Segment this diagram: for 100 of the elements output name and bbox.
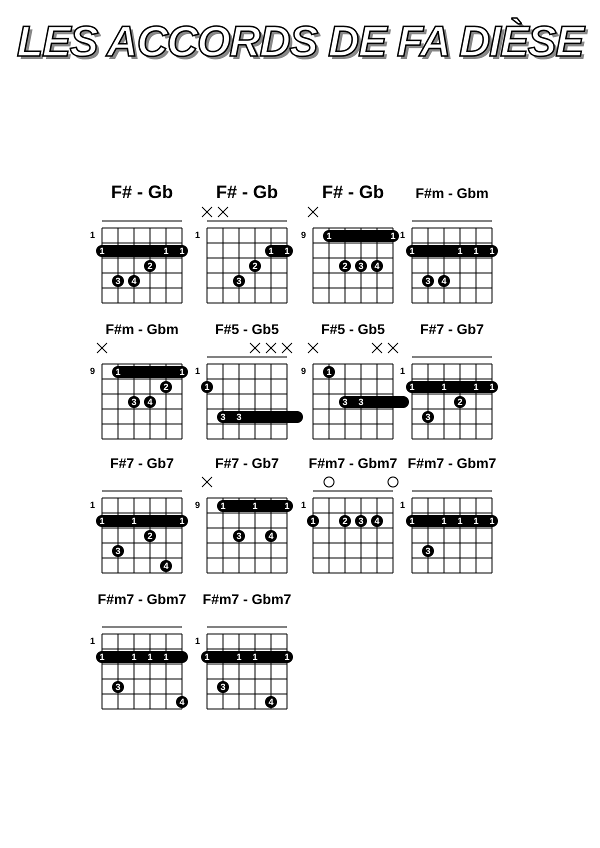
finger-number: 1: [98, 514, 106, 526]
finger-number: 3: [219, 410, 226, 422]
chord-name: F# - Gb: [215, 182, 279, 203]
finger-number: 1: [283, 244, 290, 256]
finger-number: 1: [488, 244, 496, 256]
finger-dot: 3: [128, 396, 140, 408]
finger-number: 1: [408, 514, 416, 526]
fret-number: 9: [301, 366, 306, 376]
barre-bar: [112, 366, 188, 378]
finger-dot: 2: [339, 514, 351, 526]
chord-name: F#7 - Gb7: [214, 455, 280, 471]
fret-number: 1: [90, 230, 96, 240]
finger-dot: 4: [160, 560, 172, 572]
finger-number: 1: [219, 500, 226, 512]
finger-number: 1: [389, 230, 396, 242]
finger-number: 1: [251, 500, 258, 512]
fret-number: 1: [195, 636, 200, 646]
finger-number: 1: [283, 500, 290, 512]
barre-bar: [323, 230, 399, 242]
finger-dot: 3: [112, 544, 124, 556]
finger-number: 1: [130, 650, 138, 662]
finger-dot: 1: [307, 514, 319, 526]
fret-number: 9: [195, 500, 200, 510]
finger-number: 3: [341, 396, 348, 408]
finger-number: 1: [472, 380, 480, 392]
finger-number: 1: [162, 244, 170, 256]
chord-name: F#5 - Gb5: [214, 321, 280, 337]
fret-number: 1: [301, 500, 306, 510]
finger-number: 1: [98, 650, 106, 662]
finger-dot: 4: [265, 530, 277, 542]
finger-dot: 3: [355, 514, 367, 526]
finger-dot: 4: [438, 274, 450, 286]
finger-number: 1: [456, 514, 464, 526]
finger-number: 1: [235, 650, 242, 662]
fret-number: 1: [195, 230, 200, 240]
chord-name: F#m - Gbm: [414, 185, 490, 201]
finger-number: 1: [98, 244, 106, 256]
chord-name: F#m - Gbm: [104, 321, 180, 337]
finger-number: 1: [456, 244, 464, 256]
fret-number: 1: [90, 636, 96, 646]
chord-name: F#7 - Gb7: [109, 455, 175, 471]
barre-bar: [406, 244, 498, 256]
chord-name: F#m7 - Gbm7: [202, 591, 292, 607]
fret-number: 1: [400, 366, 406, 376]
chord-name: F#m7 - Gbm7: [96, 591, 188, 607]
finger-number: 3: [235, 410, 242, 422]
finger-dot: 2: [144, 260, 156, 272]
finger-dot: 3: [233, 530, 245, 542]
finger-dot: 4: [176, 696, 188, 708]
finger-number: 1: [408, 244, 416, 256]
chord-name: F#m7 - Gbm7: [308, 455, 398, 471]
finger-number: 1: [408, 380, 416, 392]
finger-number: 1: [146, 650, 154, 662]
finger-dot: 3: [355, 260, 367, 272]
barre-bar: [96, 514, 188, 526]
barre-bar: [201, 650, 293, 662]
barre-bar: [265, 244, 293, 256]
finger-number: 1: [178, 244, 186, 256]
finger-dot: 3: [422, 410, 434, 422]
finger-dot: 4: [128, 274, 140, 286]
finger-number: 1: [440, 514, 448, 526]
finger-dot: 3: [233, 274, 245, 286]
fret-number: 1: [400, 230, 406, 240]
finger-number: 1: [114, 366, 122, 378]
finger-dot: 2: [160, 380, 172, 392]
barre-bar: [406, 380, 498, 392]
finger-number: 1: [488, 380, 496, 392]
finger-dot: 2: [144, 530, 156, 542]
chord-name: F#7 - Gb7: [419, 321, 485, 337]
finger-number: 1: [178, 514, 186, 526]
finger-number: 1: [472, 244, 480, 256]
fret-number: 1: [195, 366, 200, 376]
fret-number: 9: [90, 366, 96, 376]
finger-number: 1: [488, 514, 496, 526]
chord-name: F# - Gb: [321, 182, 385, 203]
finger-dot: 2: [454, 396, 466, 408]
finger-number: 1: [251, 650, 258, 662]
finger-dot: 3: [112, 274, 124, 286]
barre-bar: [217, 410, 303, 422]
finger-dot: 1: [201, 380, 213, 392]
finger-dot: 2: [249, 260, 261, 272]
finger-number: 1: [178, 366, 186, 378]
chord-name: F#5 - Gb5: [320, 321, 386, 337]
finger-dot: 3: [112, 680, 124, 692]
finger-number: 1: [283, 650, 290, 662]
finger-dot: 4: [144, 396, 156, 408]
finger-number: 1: [325, 230, 332, 242]
finger-dot: 4: [265, 696, 277, 708]
fret-number: 1: [400, 500, 406, 510]
barre-bar: [96, 244, 188, 256]
finger-number: 1: [130, 514, 138, 526]
finger-dot: 3: [217, 680, 229, 692]
fret-number: 1: [90, 500, 96, 510]
finger-dot: 3: [422, 544, 434, 556]
barre-bar: [339, 396, 409, 408]
finger-number: 1: [440, 380, 448, 392]
barre-bar: [406, 514, 498, 526]
finger-number: 1: [267, 244, 274, 256]
finger-dot: 4: [371, 514, 383, 526]
finger-number: 1: [472, 514, 480, 526]
